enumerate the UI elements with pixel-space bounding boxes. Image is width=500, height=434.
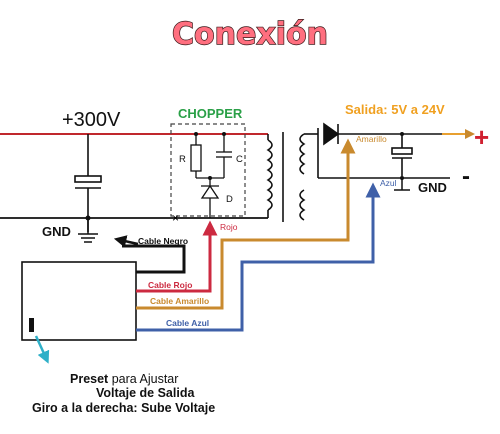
- label-rojo: Rojo: [220, 222, 238, 232]
- note-line-1: Preset para Ajustar: [70, 372, 178, 386]
- cable-blue: [136, 182, 381, 332]
- secondary-winding: [299, 133, 306, 221]
- node-dot: [208, 176, 212, 180]
- note-preset-word: Preset: [70, 372, 109, 386]
- cable-red: [136, 220, 218, 293]
- label-gnd-right: GND: [418, 180, 447, 195]
- label-output: Salida: 5V a 24V: [345, 102, 445, 117]
- label-gnd-left: GND: [42, 224, 71, 239]
- note-line-3: Giro a la derecha: Sube Voltaje: [32, 401, 215, 415]
- label-azul: Azul: [380, 178, 397, 188]
- label-r: R: [179, 154, 186, 165]
- label-300v: +300V: [62, 109, 121, 131]
- cable-black-arrow-icon: [113, 235, 139, 248]
- node-dot: [194, 132, 198, 136]
- note-line-2: Voltaje de Salida: [96, 386, 195, 400]
- label-cable-amarillo: Cable Amarillo: [150, 296, 209, 306]
- chopper-box: [170, 123, 246, 217]
- x-mark: ×: [172, 211, 179, 225]
- chopper-internals: [190, 134, 232, 218]
- label-cable-azul: Cable Azul: [166, 318, 209, 328]
- label-plus: +: [474, 122, 489, 152]
- cable-black: [122, 244, 186, 274]
- output-wiring: [304, 122, 450, 179]
- label-minus: -: [462, 163, 470, 190]
- label-chopper: CHOPPER: [178, 106, 243, 121]
- cable-yellow: [136, 138, 356, 310]
- output-ground-icon: [394, 178, 410, 191]
- ground-symbol-icon: [78, 218, 98, 243]
- label-cable-negro: Cable Negro: [138, 236, 188, 246]
- primary-winding: [266, 134, 273, 218]
- note-line-1-rest: para Ajustar: [108, 372, 178, 386]
- label-amarillo: Amarillo: [356, 134, 387, 144]
- preset-arrow-icon: [34, 335, 50, 364]
- label-d: D: [226, 194, 233, 205]
- control-board: [21, 261, 137, 341]
- label-c: C: [236, 154, 243, 165]
- node-dot: [400, 132, 404, 136]
- preset-potentiometer[interactable]: [29, 318, 34, 332]
- node-dot: [222, 132, 226, 136]
- label-cable-rojo: Cable Rojo: [148, 280, 192, 290]
- diagram-title: Conexión: [172, 17, 328, 52]
